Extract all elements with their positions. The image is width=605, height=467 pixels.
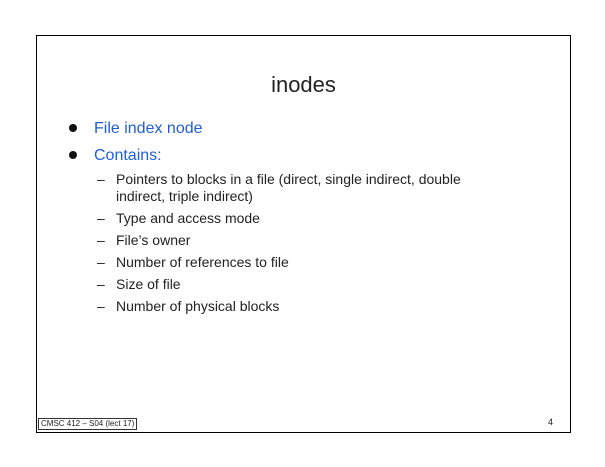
sub-item: – Type and access mode [94, 210, 501, 227]
sub-item-text: Number of references to file [116, 254, 289, 270]
sub-item-text: Type and access mode [116, 210, 260, 226]
dash-icon: – [97, 298, 105, 314]
bullet-item: File index node [69, 119, 501, 138]
sub-item-text: Pointers to blocks in a file (direct, si… [116, 171, 461, 204]
dash-icon: – [97, 254, 105, 270]
slide-frame: inodes File index node Contains: – Point… [36, 35, 571, 433]
bullet-dot-icon [69, 124, 77, 132]
sub-item: – Number of references to file [94, 254, 501, 271]
sub-item: – Size of file [94, 276, 501, 293]
dash-icon: – [97, 276, 105, 292]
sub-item-text: File’s owner [116, 232, 191, 248]
sub-item-text: Number of physical blocks [116, 298, 280, 314]
slide-title: inodes [271, 72, 336, 97]
sub-item-text: Size of file [116, 276, 181, 292]
dash-icon: – [97, 232, 105, 248]
bullet-text: Contains: [94, 147, 162, 164]
footer-course-label: CMSC 412 – S04 (lect 17) [38, 418, 138, 430]
sub-item: – File’s owner [94, 232, 501, 249]
dash-icon: – [97, 171, 105, 187]
bullet-list: File index node Contains: – Pointers to … [69, 119, 501, 323]
bullet-dot-icon [69, 151, 77, 159]
page-number: 4 [547, 417, 553, 427]
sub-item: – Number of physical blocks [94, 298, 501, 315]
sub-item: – Pointers to blocks in a file (direct, … [94, 171, 501, 205]
sub-list: – Pointers to blocks in a file (direct, … [94, 171, 501, 315]
dash-icon: – [97, 210, 105, 226]
bullet-item: Contains: – Pointers to blocks in a file… [69, 146, 501, 315]
bullet-text: File index node [94, 120, 203, 137]
